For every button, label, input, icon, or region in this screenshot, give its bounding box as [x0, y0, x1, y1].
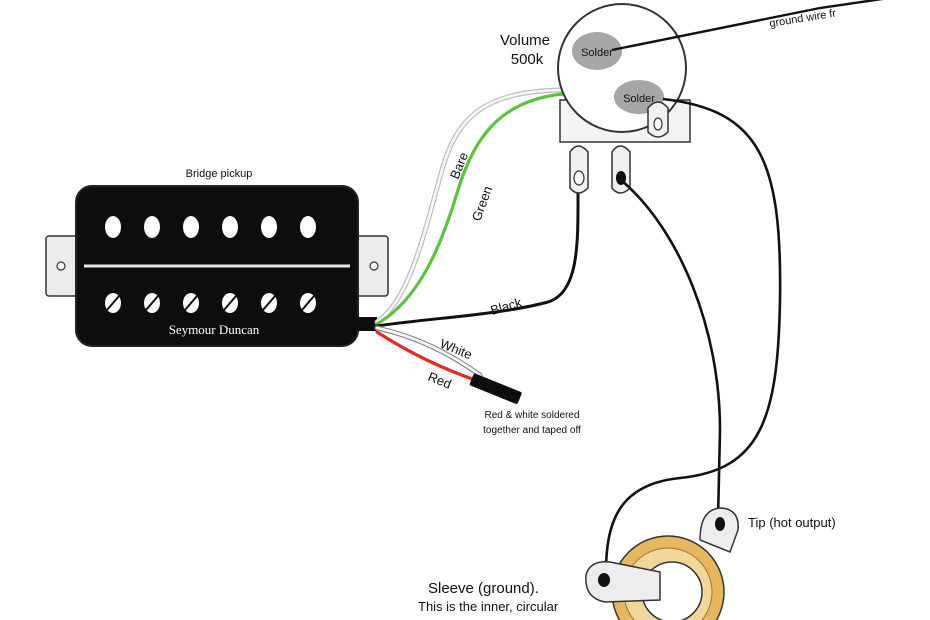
pickup-cable-sheath: [355, 317, 377, 331]
sleeve-ground-wire: [604, 97, 782, 579]
black-wire-label: Black: [489, 295, 524, 318]
pickup-title: Bridge pickup: [186, 168, 253, 180]
tape-off: [469, 373, 522, 404]
solder-top-label: Solder: [581, 47, 613, 59]
pickup-brand-logo: Seymour Duncan: [169, 322, 260, 337]
tip-hot-wire: [620, 179, 722, 521]
jack-sleeve-lug: [585, 561, 661, 603]
tip-label: Tip (hot output): [748, 515, 836, 530]
red-wire-label: Red: [426, 369, 454, 392]
sleeve-label-line2: This is the inner, circular: [418, 599, 559, 614]
taped-note-line2: together and taped off: [483, 425, 581, 436]
black-wire: [375, 183, 580, 328]
solder-blob-top: [572, 32, 622, 70]
solder-right-label: Solder: [623, 93, 655, 105]
ground-wire: [611, 0, 884, 52]
pot-name: Volume: [500, 32, 550, 49]
pot-lug-right: [647, 101, 669, 138]
output-jack: [585, 507, 739, 620]
pot-lug-left: [569, 145, 589, 194]
pole-screws-bottom: [105, 293, 316, 313]
green-wire: [375, 91, 577, 326]
bridge-pickup: Bridge pickup: [45, 168, 389, 347]
taped-note-line1: Red & white soldered: [484, 410, 579, 421]
volume-pot: Volume 500k Solder Solder: [500, 3, 691, 194]
pole-pieces-top: [105, 216, 316, 238]
green-wire-label: Green: [469, 184, 495, 223]
pot-value: 500k: [511, 51, 544, 68]
red-wire: [375, 330, 480, 383]
wires: [374, 87, 580, 383]
pickup-right-mounting-ear: [349, 235, 389, 297]
sleeve-label-line1: Sleeve (ground).: [428, 580, 539, 597]
